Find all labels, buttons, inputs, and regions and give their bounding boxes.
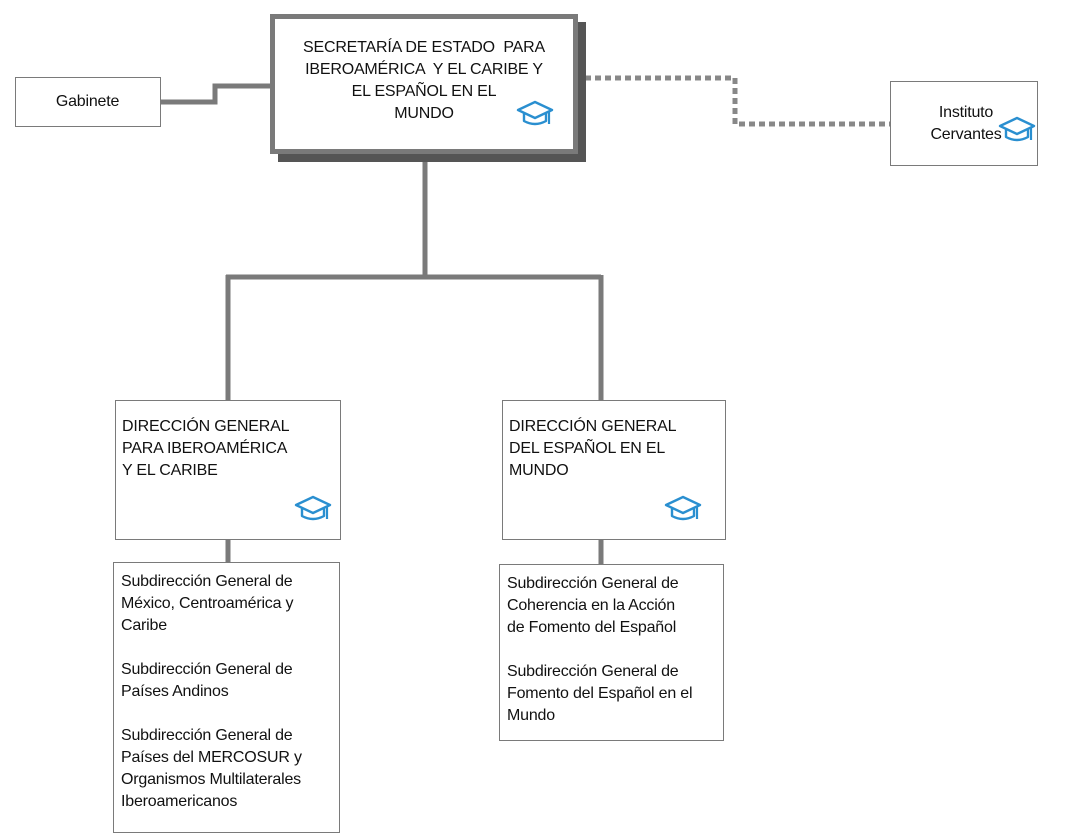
instituto-node[interactable]: Instituto Cervantes [890, 81, 1038, 166]
dg-iberoamerica-line-2: PARA IBEROAMÉRICA [122, 440, 288, 457]
sub-iberoamerica-node[interactable]: Subdirección General de México, Centroam… [113, 562, 340, 833]
gabinete-connector [160, 83, 270, 105]
dg-espanol-line-3: MUNDO [509, 462, 569, 479]
sub-espanol-node[interactable]: Subdirección General de Coherencia en la… [499, 564, 724, 741]
secretaria-line-2: IBEROAMÉRICA Y EL CARIBE Y [305, 61, 543, 78]
dg-iberoamerica-line-3: Y EL CARIBE [122, 462, 218, 479]
dg-espanol-line-2: DEL ESPAÑOL EN EL [509, 440, 666, 457]
secretaria-line-1: SECRETARÍA DE ESTADO PARA [303, 39, 545, 56]
gabinete-node[interactable]: Gabinete [15, 77, 161, 127]
instituto-line-2: Cervantes [930, 126, 1002, 143]
sub-espanol-item-2-line-2: Fomento del Español en el [507, 685, 693, 702]
graduation-cap-icon [294, 495, 332, 521]
sub-iberoamerica-item-1-line-1: Subdirección General de [121, 573, 293, 590]
instituto-connector [585, 75, 890, 127]
sub-iberoamerica-item-1-line-3: Caribe [121, 617, 167, 634]
sub-iberoamerica-item-2-line-2: Países Andinos [121, 683, 229, 700]
sub-iberoamerica-item-2-line-1: Subdirección General de [121, 661, 293, 678]
sub-espanol-item-1-line-2: Coherencia en la Acción [507, 597, 675, 614]
instituto-line-1: Instituto [938, 104, 994, 121]
sub-iberoamerica-item-3-line-1: Subdirección General de [121, 727, 293, 744]
dg-espanol-line-1: DIRECCIÓN GENERAL [509, 418, 677, 435]
graduation-cap-icon [998, 116, 1036, 142]
sub-iberoamerica-item-1-line-2: México, Centroamérica y [121, 595, 294, 612]
sub-espanol-item-1-line-1: Subdirección General de [507, 575, 679, 592]
secretaria-node[interactable]: SECRETARÍA DE ESTADO PARA IBEROAMÉRICA Y… [270, 14, 578, 154]
graduation-cap-icon [664, 495, 702, 521]
dg-iberoamerica-line-1: DIRECCIÓN GENERAL [122, 418, 290, 435]
sub-espanol-item-2-line-3: Mundo [507, 707, 555, 724]
sub-iberoamerica-item-3-line-4: Iberoamericanos [121, 793, 238, 810]
graduation-cap-icon [516, 100, 554, 126]
sub-espanol-item-1-line-3: de Fomento del Español [507, 619, 677, 636]
dg-espanol-node[interactable]: DIRECCIÓN GENERAL DEL ESPAÑOL EN EL MUND… [502, 400, 726, 540]
sub-iberoamerica-item-3-line-3: Organismos Multilaterales [121, 771, 301, 788]
secretaria-line-4: MUNDO [394, 105, 454, 122]
gabinete-label: Gabinete [55, 93, 120, 110]
sub-iberoamerica-item-3-line-2: Países del MERCOSUR y [121, 749, 302, 766]
secretaria-line-3: EL ESPAÑOL EN EL [351, 83, 497, 100]
dg-iberoamerica-node[interactable]: DIRECCIÓN GENERAL PARA IBEROAMÉRICA Y EL… [115, 400, 341, 540]
sub-espanol-item-2-line-1: Subdirección General de [507, 663, 679, 680]
